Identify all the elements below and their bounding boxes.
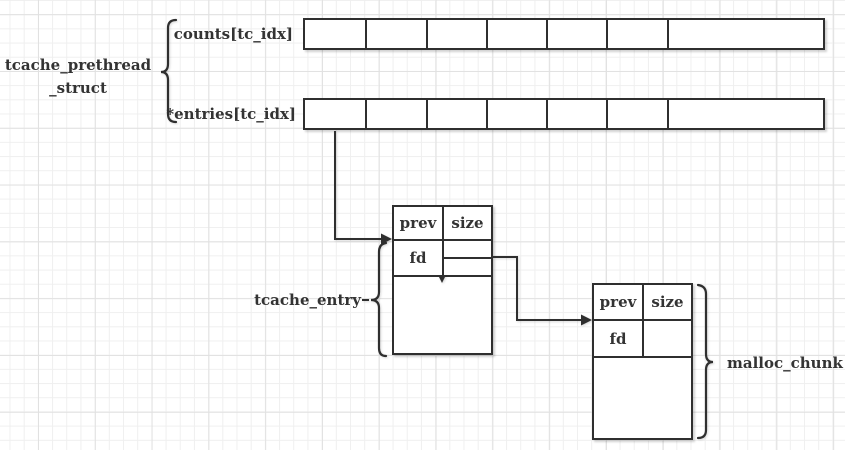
size-cell: size [442,207,491,239]
array-cell [666,100,823,128]
tcache-entry-chunk: prev size fd [392,205,493,355]
array-cell [485,100,546,128]
fd-cell: fd [409,249,427,267]
fd-to-malloc-arrow [493,256,592,326]
array-cell [365,100,425,128]
entries-array [303,98,825,130]
fd-cell: fd [609,329,627,348]
size-cell: size [642,285,691,319]
malloc-chunk-label: malloc_chunk [727,354,843,372]
malloc-chunk: prev size fd [592,283,693,440]
chunk-body [394,277,491,353]
array-cell [425,20,486,48]
array-cell [546,100,606,128]
array-cell [546,20,606,48]
tcache-entry-label: tcache_entry [254,291,361,309]
array-cell [425,100,486,128]
array-cell [485,20,546,48]
malloc-chunk-brace [696,283,714,440]
struct-label-line2: _struct [49,79,107,97]
counts-label: counts[tc_idx] [173,25,293,43]
array-cell [305,100,365,128]
array-cell [305,20,365,48]
fd-pointer-cell [442,241,491,275]
struct-label: tcache_prethread _struct [2,54,154,100]
prev-cell: prev [399,214,437,232]
array-cell [606,100,666,128]
tcache-entry-brace [370,241,388,358]
entries-to-tcache-arrow [334,131,392,245]
array-cell [666,20,823,48]
fd-pointer-line-segment [444,257,491,259]
array-cell [365,20,425,48]
chunk-body [594,358,691,438]
fd-empty-cell [642,321,691,356]
prev-cell: prev [599,293,637,311]
entries-label: *entries[tc_idx] [166,105,296,123]
counts-array [303,18,825,50]
array-cell [606,20,666,48]
struct-label-line1: tcache_prethread [4,56,152,74]
